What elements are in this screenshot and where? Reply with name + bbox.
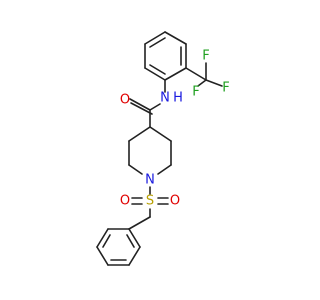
bond bbox=[128, 216, 151, 230]
bond bbox=[102, 234, 111, 248]
bond bbox=[144, 67, 166, 81]
atom-f-top: F bbox=[202, 49, 209, 64]
bond bbox=[205, 79, 223, 87]
bond bbox=[129, 98, 151, 111]
bond bbox=[130, 102, 153, 115]
bond bbox=[164, 31, 187, 45]
bond bbox=[128, 246, 141, 266]
piperidine-ring bbox=[128, 126, 172, 175]
bond bbox=[126, 234, 135, 248]
atom-f-left: F bbox=[192, 85, 199, 100]
atom-f-right: F bbox=[222, 81, 229, 96]
bond bbox=[149, 64, 166, 75]
atom-o-sulfonyl-right: O bbox=[170, 194, 180, 209]
amide-group bbox=[129, 79, 166, 128]
bond bbox=[157, 164, 172, 175]
bond bbox=[96, 228, 109, 248]
bond bbox=[185, 67, 207, 81]
atom-h-amide: H bbox=[173, 91, 183, 106]
atom-s-sulfonyl: S bbox=[146, 194, 154, 209]
bond bbox=[128, 228, 141, 248]
trifluoromethyl-group bbox=[185, 62, 223, 87]
bond bbox=[149, 37, 166, 48]
bond bbox=[149, 126, 172, 142]
atom-n-piperidine: N bbox=[145, 173, 155, 188]
bond bbox=[128, 126, 151, 142]
bond bbox=[164, 67, 187, 81]
atom-o-carbonyl: O bbox=[120, 93, 130, 108]
aniline-ring bbox=[144, 31, 187, 81]
molecule-canvas: O N H F F F N S O O bbox=[96, 31, 230, 266]
bond bbox=[197, 79, 207, 87]
sulfonyl-group bbox=[128, 186, 169, 230]
structure-diagram: O N H F F F N S O O bbox=[96, 31, 230, 266]
bond bbox=[149, 103, 161, 111]
atom-n-amide: N bbox=[160, 91, 170, 106]
bond bbox=[144, 31, 166, 45]
atom-o-sulfonyl-left: O bbox=[120, 194, 130, 209]
bond bbox=[128, 164, 143, 175]
benzyl-ring bbox=[96, 228, 141, 266]
bond bbox=[96, 246, 109, 266]
